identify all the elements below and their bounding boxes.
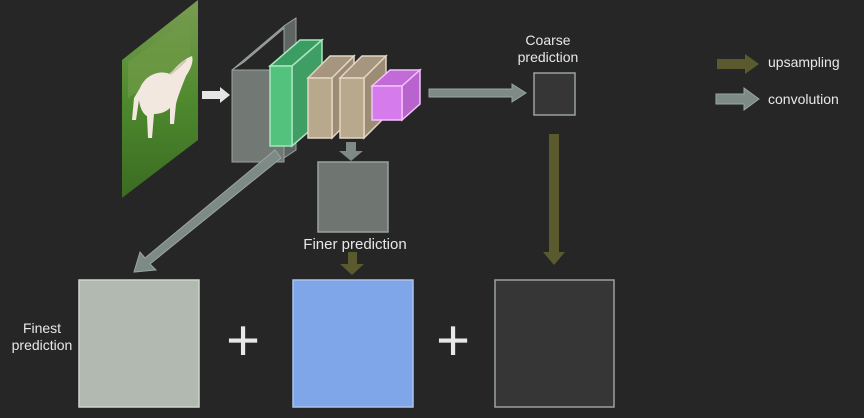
finest-label-line2: prediction (12, 337, 73, 353)
legend-convolution-arrow (715, 87, 760, 111)
finest-prediction-box (78, 279, 200, 408)
input-horse-image (122, 0, 198, 198)
legend-convolution-label: convolution (768, 91, 839, 107)
upsampled-finer-box (292, 279, 414, 408)
layer-tan-1 (307, 77, 333, 139)
coarse-prediction-box (533, 72, 576, 116)
upsample-arrow-coarse (543, 134, 565, 265)
finest-label-line1: Finest (23, 320, 61, 336)
plus-sign-2: + (436, 308, 470, 373)
layer-tan-2 (339, 77, 365, 139)
conv-arrow-to-finer (339, 142, 363, 161)
upsample-arrow-finer (340, 252, 364, 275)
finer-prediction-box (317, 161, 389, 233)
plus-sign-1: + (226, 308, 260, 373)
conv-arrow-to-finest (133, 149, 282, 273)
layer-purple (371, 85, 403, 121)
conv-arrow-to-coarse (428, 83, 527, 103)
coarse-label-line1: Coarse (525, 32, 570, 48)
legend-upsampling-arrow (717, 54, 759, 74)
coarse-label-line2: prediction (518, 49, 579, 65)
upsampled-coarse-box (494, 279, 615, 408)
finer-label: Finer prediction (303, 236, 406, 253)
input-arrow (202, 87, 230, 103)
layer-green (269, 65, 293, 147)
network-layers (231, 17, 422, 163)
legend: upsampling convolution (715, 54, 840, 111)
legend-upsampling-label: upsampling (768, 54, 840, 70)
